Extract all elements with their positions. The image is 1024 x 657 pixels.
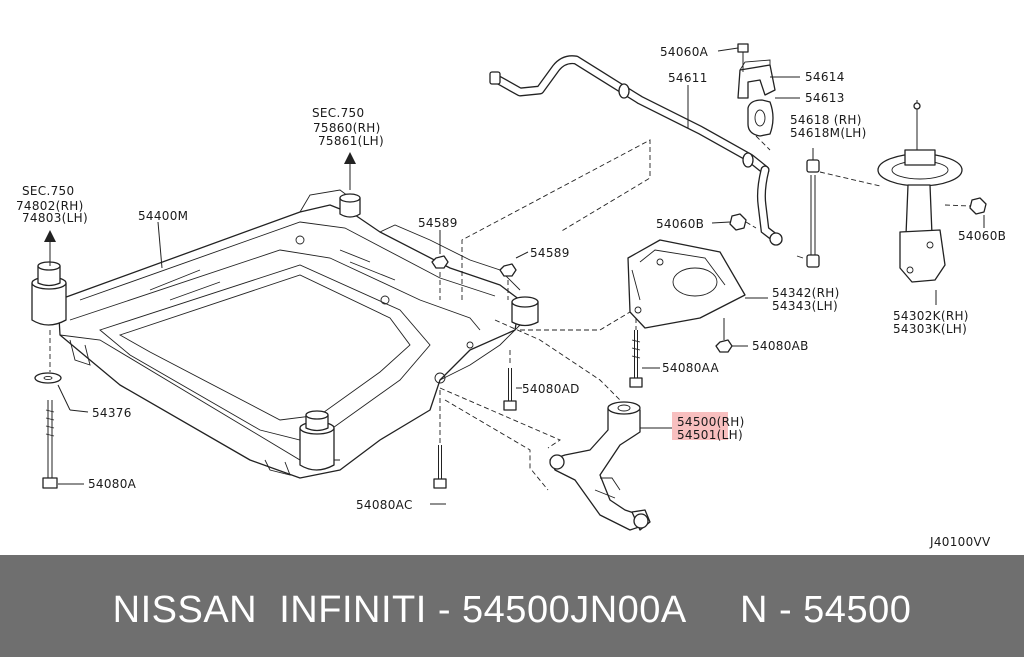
label-sec750-b: SEC.750 [312, 106, 364, 120]
mount-bushing-front-left [31, 261, 67, 326]
label-54060a: 54060A [660, 45, 709, 59]
part-info-text: NISSAN INFINITI - 54500JN00A N - 54500 [112, 589, 912, 631]
label-54613: 54613 [805, 91, 845, 105]
mount-bushing-rear-left [299, 410, 335, 471]
nut-54060b-left [729, 213, 747, 231]
subframe-54400m [31, 189, 539, 479]
label-54400m: 54400M [138, 209, 188, 223]
bolt-54080a [42, 400, 58, 489]
label-54080ad: 54080AD [522, 382, 580, 396]
label-54376: 54376 [92, 406, 132, 420]
label-54080aa: 54080AA [662, 361, 720, 375]
label-75860: 75860(RH) [313, 121, 381, 135]
mount-bushing-right [511, 296, 539, 327]
label-54080ac: 54080AC [356, 498, 413, 512]
bolt-54080ab [715, 318, 733, 353]
strut-assembly-54302k [877, 100, 963, 283]
stabilizer-bushing-54613 [747, 99, 774, 137]
transverse-link-54500 [549, 401, 651, 531]
part-info-banner: NISSAN INFINITI - 54500JN00A N - 54500 [0, 555, 1024, 657]
label-54500: 54500(RH) [677, 415, 745, 429]
mount-bushing-top [339, 193, 361, 218]
label-54618m: 54618M(LH) [790, 126, 867, 140]
label-54080ab: 54080AB [752, 339, 809, 353]
nut-54589-b [499, 263, 517, 277]
label-sec750-a: SEC.750 [22, 184, 74, 198]
exploded-parts-diagram: SEC.750 74802(RH) 74803(LH) SEC.750 7586… [16, 43, 1006, 549]
leader-lines [44, 47, 985, 505]
bolt-54080ac [433, 445, 447, 489]
stabilizer-bar-54611 [489, 55, 783, 246]
nut-54060b-right [969, 197, 987, 215]
label-54501: 54501(LH) [677, 428, 743, 442]
label-54589-a: 54589 [418, 216, 458, 230]
label-54611: 54611 [668, 71, 708, 85]
washer-54376 [34, 372, 62, 384]
callout-labels: SEC.750 74802(RH) 74803(LH) SEC.750 7586… [16, 45, 1006, 549]
nut-54589-a [431, 255, 449, 269]
part-number-highlight [672, 412, 728, 440]
drawing-code: J40100VV [929, 535, 991, 549]
label-54618: 54618 (RH) [790, 113, 862, 127]
stabilizer-link-54618 [796, 159, 820, 268]
bolt-54080ad [503, 368, 517, 411]
label-54343: 54343(LH) [772, 299, 838, 313]
label-54060b-left: 54060B [656, 217, 704, 231]
label-54080a: 54080A [88, 477, 137, 491]
label-74803: 74803(LH) [22, 211, 88, 225]
stabilizer-bracket-54614 [737, 59, 776, 99]
label-54060b-right: 54060B [958, 229, 1006, 243]
label-54342: 54342(RH) [772, 286, 840, 300]
label-54302k: 54302K(RH) [893, 309, 969, 323]
label-54589-b: 54589 [530, 246, 570, 260]
label-75861: 75861(LH) [318, 134, 384, 148]
bolt-54060a [737, 43, 749, 68]
label-54614: 54614 [805, 70, 845, 84]
bolt-54080aa [629, 330, 643, 388]
dashed-guide-lines [49, 68, 971, 491]
label-54303k: 54303K(LH) [893, 322, 967, 336]
upper-bracket-54342 [627, 239, 746, 329]
label-74802: 74802(RH) [16, 199, 84, 213]
